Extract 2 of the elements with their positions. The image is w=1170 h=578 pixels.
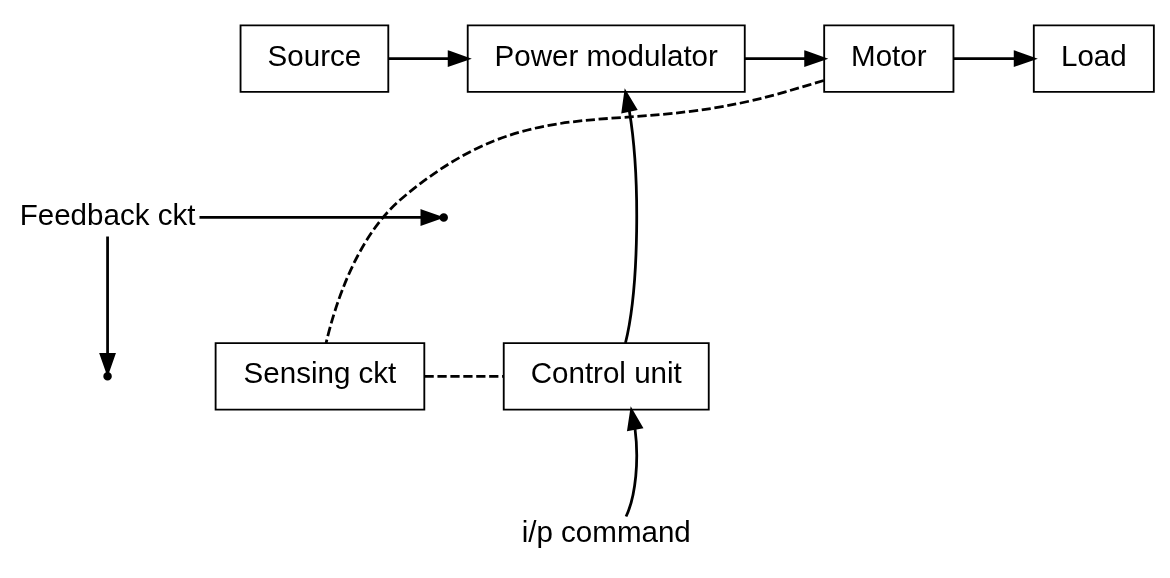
node-text: Feedback ckt xyxy=(19,196,196,230)
node-text: i/p command xyxy=(521,514,691,548)
